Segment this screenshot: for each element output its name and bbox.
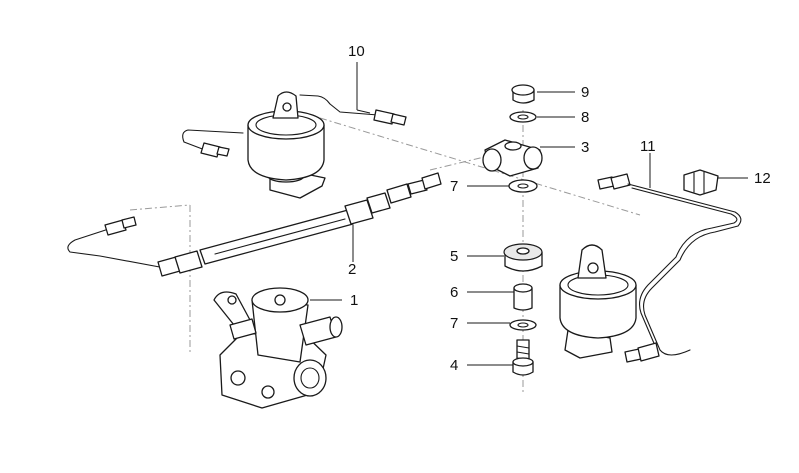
callout-7-lower: 7 (450, 315, 458, 332)
callout-10: 10 (348, 43, 365, 60)
callout-6: 6 (450, 284, 458, 301)
callout-12: 12 (754, 170, 771, 187)
callout-7-upper: 7 (450, 178, 458, 195)
callout-5: 5 (450, 248, 458, 265)
callout-11: 11 (640, 138, 656, 155)
callout-labels: 1 2 3 4 5 6 7 7 8 9 10 11 12 (348, 43, 771, 374)
reservoir-lower-right (559, 244, 637, 359)
callout-2: 2 (348, 261, 356, 278)
callout-9: 9 (581, 84, 589, 101)
brake-line-right (597, 173, 742, 363)
mounting-hardware-stack (503, 84, 543, 376)
callout-1: 1 (350, 292, 358, 309)
union-fitting (482, 139, 543, 177)
callout-3: 3 (581, 139, 589, 156)
reservoir-upper-left (182, 91, 407, 199)
line-clip (683, 169, 719, 196)
callout-8: 8 (581, 109, 589, 126)
callout-4: 4 (450, 357, 458, 374)
brake-hose (67, 172, 442, 277)
leader-lines (310, 62, 748, 366)
valve-body (213, 287, 343, 409)
